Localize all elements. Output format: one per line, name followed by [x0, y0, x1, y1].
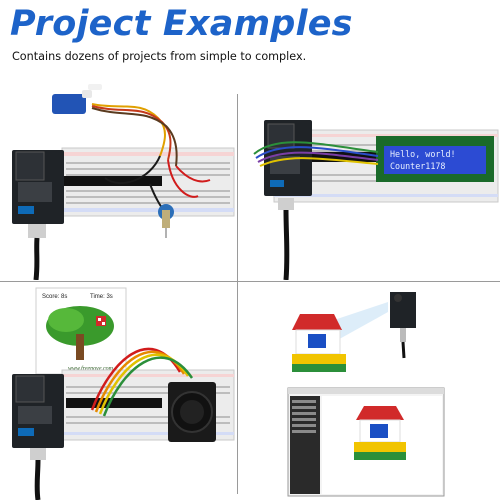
- page-subtitle: Contains dozens of projects from simple …: [12, 50, 307, 63]
- vertical-divider: [237, 94, 238, 494]
- site-label: www.freenove.com: [68, 365, 114, 372]
- time-label: Time: 3s: [90, 294, 113, 300]
- servo-project-panel: [0, 80, 237, 280]
- page-title: Project Examples: [10, 4, 353, 44]
- servo-motor: [52, 94, 86, 114]
- horizontal-divider: [0, 281, 500, 282]
- lcd-project-panel: Hello, world! Counter1178: [238, 94, 500, 280]
- lcd-line-1: Hello, world!: [390, 149, 456, 159]
- joystick-game-panel: Score: 8s Time: 3s www.freenove.com: [0, 282, 237, 500]
- toy-house: [292, 314, 346, 372]
- camera-board: [390, 292, 416, 328]
- lcd-line-2: Counter1178: [390, 161, 445, 171]
- camera-project-panel: [238, 282, 500, 500]
- score-label: Score: 8s: [42, 294, 67, 300]
